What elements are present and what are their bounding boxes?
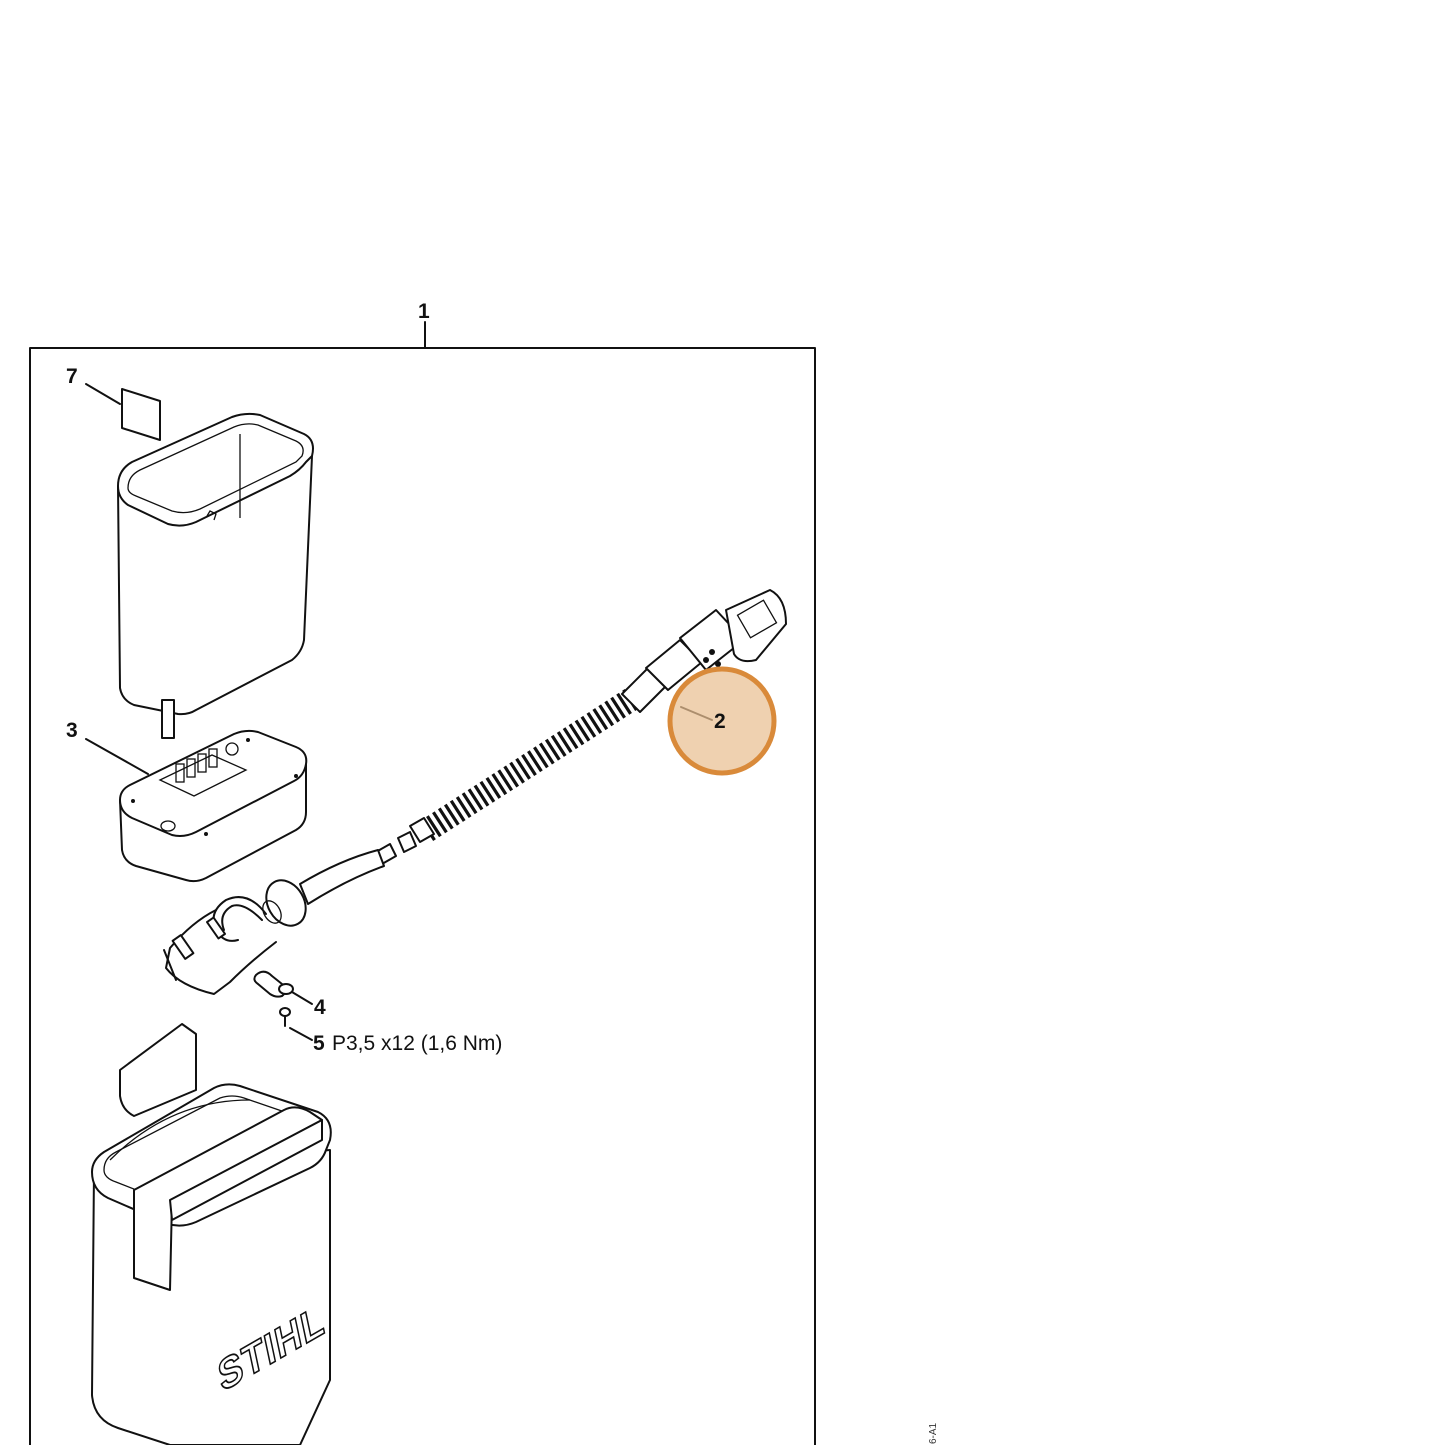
- sleeve-ring: [515, 757, 531, 780]
- sleeve-ring: [610, 696, 626, 719]
- callout-7[interactable]: 7: [66, 365, 78, 388]
- sleeve-ring: [437, 807, 454, 830]
- part-4-cable-clip[interactable]: [253, 970, 313, 1005]
- sleeve-ring: [479, 780, 496, 803]
- sleeve-ring: [455, 796, 472, 818]
- callout-5[interactable]: 5: [313, 1032, 325, 1055]
- sleeve-ring: [485, 777, 502, 799]
- assembly-frame: [29, 321, 816, 1445]
- part-7-label[interactable]: [85, 383, 161, 441]
- sleeve-ring: [449, 799, 466, 822]
- carrying-bag: STIHL: [91, 1023, 332, 1445]
- sleeve-ring: [461, 792, 478, 815]
- spec-5: P3,5 x12 (1,6 Nm): [332, 1032, 502, 1055]
- container-cup: [117, 412, 314, 739]
- sleeve-ring: [568, 723, 585, 746]
- sleeve-ring: [533, 746, 549, 769]
- sleeve-ring: [616, 692, 632, 715]
- cable-corrugated-sleeve: [420, 689, 638, 841]
- sleeve-ring: [586, 712, 603, 734]
- part-5-screw[interactable]: [279, 1007, 313, 1041]
- part-3-adapter[interactable]: [85, 729, 308, 883]
- sleeve-ring: [521, 754, 537, 776]
- part-2-cable[interactable]: [397, 589, 787, 853]
- sleeve-ring: [473, 784, 490, 807]
- sleeve-ring: [592, 708, 609, 731]
- sleeve-ring: [509, 761, 525, 784]
- callout-3[interactable]: 3: [66, 719, 78, 742]
- highlight-marker[interactable]: [667, 666, 777, 776]
- sleeve-ring: [497, 769, 514, 792]
- sleeve-ring: [550, 734, 567, 757]
- sleeve-ring: [491, 773, 508, 796]
- sleeve-ring: [503, 765, 520, 788]
- sleeve-ring: [574, 719, 591, 742]
- wiring-harness: [163, 843, 397, 995]
- sleeve-ring: [544, 738, 561, 761]
- callout-4[interactable]: 4: [314, 996, 326, 1019]
- sleeve-ring: [556, 731, 573, 753]
- sleeve-ring: [527, 750, 543, 773]
- callout-1[interactable]: 1: [418, 300, 430, 323]
- callout-2[interactable]: 2: [714, 710, 726, 733]
- sleeve-ring: [426, 815, 442, 838]
- sleeve-ring: [432, 811, 448, 834]
- sleeve-ring: [538, 742, 555, 765]
- sleeve-ring: [598, 704, 615, 727]
- sleeve-ring: [562, 727, 579, 750]
- sleeve-ring: [604, 700, 621, 723]
- sleeve-ring: [443, 803, 460, 826]
- sleeve-ring: [467, 788, 484, 811]
- drawing-code: 6-A1: [928, 1422, 939, 1444]
- sleeve-ring: [580, 715, 597, 738]
